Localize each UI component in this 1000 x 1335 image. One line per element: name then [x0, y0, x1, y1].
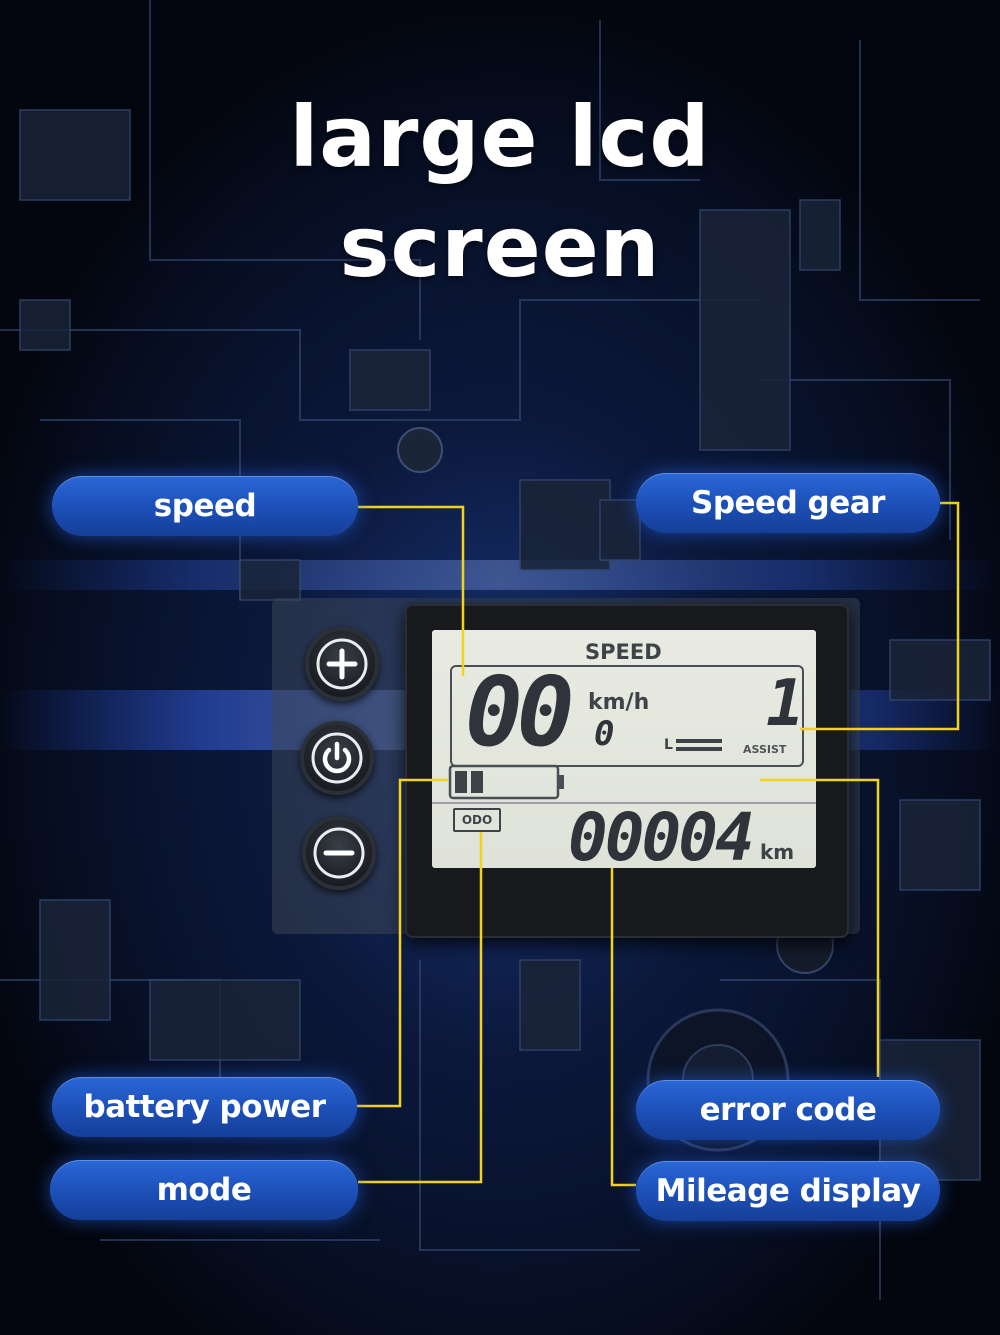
plus-icon — [316, 638, 368, 690]
callout-mode: mode — [50, 1160, 358, 1220]
callout-battery-power: battery power — [52, 1077, 357, 1137]
plus-button[interactable] — [305, 627, 379, 701]
odometer-unit: km — [760, 840, 795, 864]
power-button[interactable] — [300, 721, 374, 795]
callout-speed-gear: Speed gear — [636, 473, 940, 533]
speed-unit: km/h — [588, 690, 650, 715]
battery-bar — [471, 771, 483, 793]
speed-decimal: 0 — [594, 714, 615, 754]
speed-readout: 00 — [465, 656, 575, 768]
assist-level: 1 — [766, 667, 805, 741]
lcd-speed-header: SPEED — [585, 640, 662, 664]
battery-bar — [455, 771, 467, 793]
callout-error-code: error code — [636, 1080, 940, 1140]
page-title-line-2: screen — [339, 198, 661, 296]
mode-indicator: ODO — [453, 808, 501, 832]
callout-mileage-display: Mileage display — [636, 1161, 940, 1221]
light-bars-icon — [676, 739, 722, 751]
minus-icon — [313, 827, 365, 879]
light-indicator: L — [664, 737, 673, 753]
odometer-readout: 00004 — [568, 799, 755, 876]
battery-icon — [448, 764, 564, 800]
callout-speed: speed — [52, 476, 358, 536]
lcd-screen — [432, 630, 816, 868]
page-title-line-1: large lcd — [289, 88, 711, 186]
minus-button[interactable] — [302, 816, 376, 890]
power-icon — [311, 732, 363, 784]
assist-label: ASSIST — [743, 743, 787, 756]
lcd-divider — [432, 802, 816, 804]
